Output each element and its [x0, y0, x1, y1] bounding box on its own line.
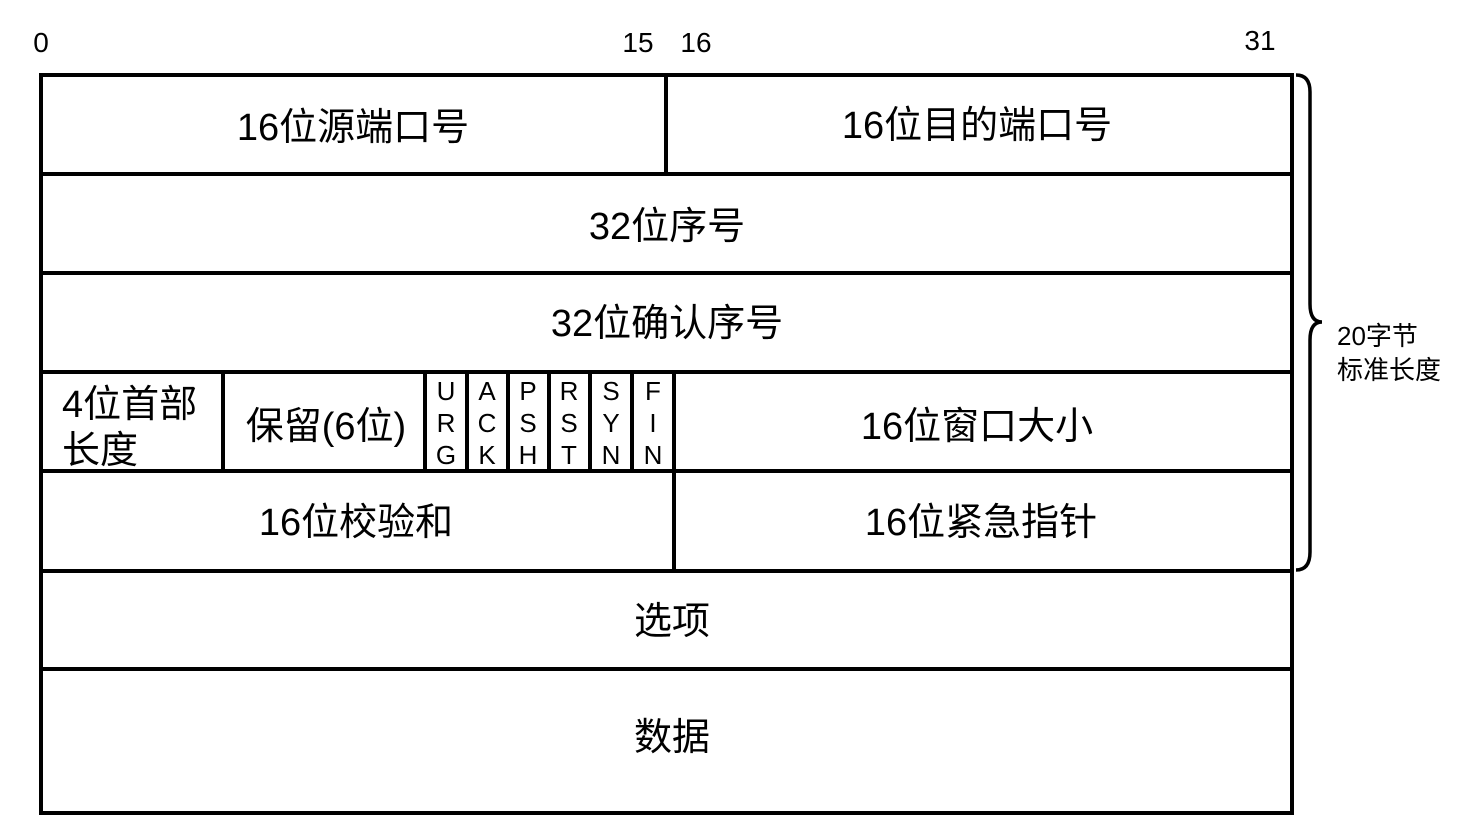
flag-ack-letter-3: K [478, 440, 496, 470]
flag-urg-letter-1: U [437, 376, 456, 406]
field-sequence-number: 32位序号 [589, 206, 745, 248]
flag-syn-letter-1: S [602, 376, 619, 406]
field-reserved: 保留(6位) [246, 406, 406, 448]
flag-psh-letter-1: P [519, 376, 536, 406]
bit-label-16: 16 [680, 27, 711, 58]
field-urgent-pointer: 16位紧急指针 [865, 502, 1097, 544]
flag-fin-letter-1: F [645, 376, 661, 406]
field-data: 数据 [634, 717, 710, 759]
flag-urg-letter-3: G [436, 440, 456, 470]
header-brace [1295, 73, 1323, 572]
flag-psh-letter-2: S [519, 408, 536, 438]
field-header-length-line1: 4位首部 [62, 384, 197, 426]
flag-urg-letter-2: R [437, 408, 456, 438]
flag-syn-letter-3: N [602, 440, 621, 470]
brace-label-line1: 20字节 [1337, 321, 1418, 351]
flag-rst-letter-3: T [561, 440, 577, 470]
bit-label-15: 15 [622, 27, 653, 58]
flag-fin-letter-3: N [644, 440, 663, 470]
flag-syn-letter-2: Y [602, 408, 619, 438]
field-ack-number: 32位确认序号 [551, 303, 783, 345]
flag-letters: U R G A C K P S H R S T S Y N F I N [436, 376, 663, 470]
flag-psh-letter-3: H [519, 440, 538, 470]
flag-ack-letter-1: A [478, 376, 496, 406]
bit-label-31: 31 [1244, 25, 1275, 56]
flag-rst-letter-2: S [560, 408, 577, 438]
flag-rst-letter-1: R [560, 376, 579, 406]
flag-fin-letter-2: I [649, 408, 656, 438]
flag-ack-letter-2: C [478, 408, 497, 438]
field-options: 选项 [634, 601, 710, 643]
field-header-length-line2: 长度 [62, 430, 138, 472]
field-checksum: 16位校验和 [259, 502, 453, 544]
field-dest-port: 16位目的端口号 [842, 105, 1112, 147]
bit-label-0: 0 [33, 27, 49, 58]
field-source-port: 16位源端口号 [237, 107, 469, 149]
outer-frame [39, 73, 1294, 815]
header-grid [39, 73, 1294, 815]
brace-label-line2: 标准长度 [1337, 355, 1441, 385]
field-window-size: 16位窗口大小 [861, 406, 1093, 448]
